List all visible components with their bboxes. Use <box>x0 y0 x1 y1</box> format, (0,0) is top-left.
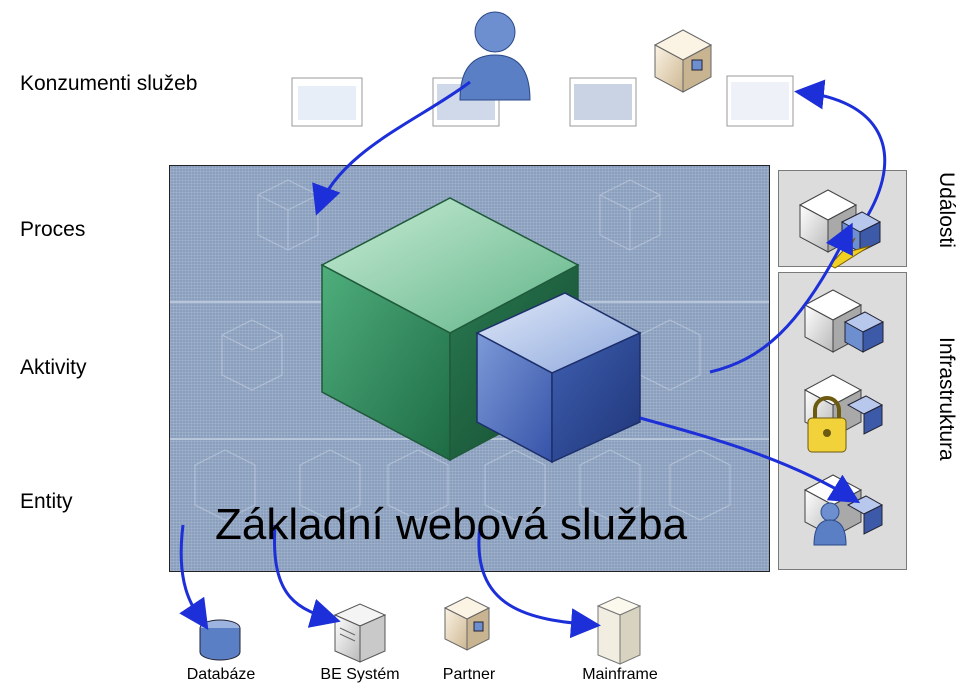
label-database: Databáze <box>186 666 256 683</box>
partner-cube-icon <box>443 596 491 651</box>
mainframe-icon <box>596 596 642 665</box>
base-service-cube-blue <box>475 292 642 464</box>
connector-arrows <box>179 79 887 639</box>
label-be-system: BE Systém <box>320 666 400 683</box>
user-cube-icon <box>803 474 884 546</box>
database-icon <box>199 619 241 661</box>
label-consumers: Konzumenti služeb <box>20 72 198 95</box>
faded-cubes <box>194 179 731 521</box>
lock-icon <box>803 374 884 453</box>
label-activities: Aktivity <box>20 356 87 379</box>
label-mainframe: Mainframe <box>582 666 658 683</box>
label-entities: Entity <box>20 490 73 513</box>
partner-cube-icon-top <box>653 29 713 93</box>
infra-cube-icon <box>803 289 885 353</box>
user-icon <box>459 11 531 101</box>
server-icon <box>333 603 387 663</box>
events-cube-icon <box>798 189 882 269</box>
main-service-label: Základní webová služba <box>215 500 688 549</box>
consumer-app-thumbnails <box>291 75 794 127</box>
label-partner: Partner <box>442 666 496 683</box>
label-process: Proces <box>20 218 86 241</box>
